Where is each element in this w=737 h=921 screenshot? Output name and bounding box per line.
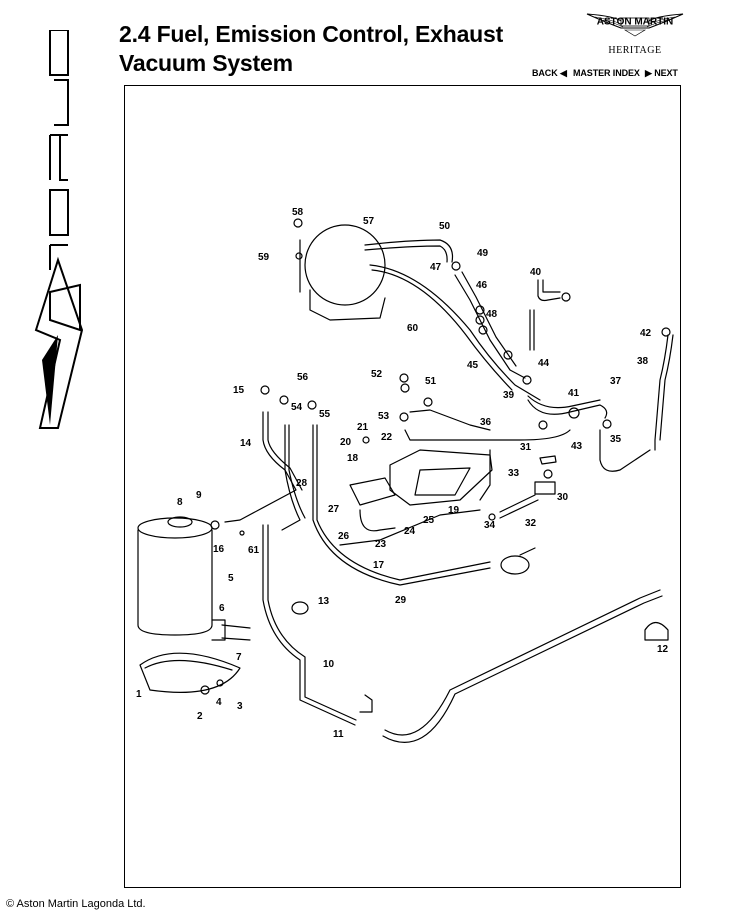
- part-label: 10: [323, 659, 335, 670]
- part-label: 7: [236, 652, 242, 663]
- part-label: 54: [291, 402, 303, 413]
- part-label: 38: [637, 356, 649, 367]
- next-link[interactable]: ▶ NEXT: [645, 68, 678, 78]
- master-index-link[interactable]: MASTER INDEX: [573, 68, 640, 78]
- part-label: 23: [375, 539, 387, 550]
- part-label: 58: [292, 207, 304, 218]
- diagram-frame: [124, 85, 681, 888]
- virage-side-logo: [34, 30, 84, 429]
- part-label: 15: [233, 385, 245, 396]
- part-label: 14: [240, 438, 252, 449]
- part-label: 1: [136, 689, 142, 700]
- part-label: 24: [404, 526, 416, 537]
- part-label: 52: [371, 369, 383, 380]
- part-label: 37: [610, 376, 622, 387]
- part-label: 25: [423, 515, 435, 526]
- part-label: 20: [340, 437, 352, 448]
- part-label: 57: [363, 216, 375, 227]
- part-label: 17: [373, 560, 385, 571]
- part-label: 6: [219, 603, 225, 614]
- part-label: 18: [347, 453, 359, 464]
- part-label: 8: [177, 497, 183, 508]
- part-label: 59: [258, 252, 270, 263]
- part-label: 12: [657, 644, 669, 655]
- part-label: 41: [568, 388, 580, 399]
- part-label: 3: [237, 701, 243, 712]
- part-label: 29: [395, 595, 407, 606]
- part-label: 27: [328, 504, 340, 515]
- badge-text: ASTON MARTIN: [597, 17, 673, 28]
- part-label: 60: [407, 323, 419, 334]
- part-label: 53: [378, 411, 390, 422]
- part-label: 55: [319, 409, 331, 420]
- part-label: 21: [357, 422, 369, 433]
- part-label: 39: [503, 390, 515, 401]
- part-label: 49: [477, 248, 489, 259]
- title-line-1: 2.4 Fuel, Emission Control, Exhaust: [119, 21, 504, 47]
- page-title: 2.4 Fuel, Emission Control, Exhaust Vacu…: [119, 20, 503, 78]
- part-label: 9: [196, 490, 202, 501]
- back-link[interactable]: BACK ◀: [532, 68, 567, 78]
- part-label: 28: [296, 478, 308, 489]
- part-label: 61: [248, 545, 260, 556]
- part-label: 51: [425, 376, 437, 387]
- part-label: 46: [476, 280, 488, 291]
- part-label: 47: [430, 262, 442, 273]
- part-label: 35: [610, 434, 622, 445]
- part-label: 36: [480, 417, 492, 428]
- copyright-footer: © Aston Martin Lagonda Ltd.: [6, 898, 146, 910]
- part-label: 19: [448, 505, 460, 516]
- title-line-2: Vacuum System: [119, 50, 293, 76]
- canister-body: [137, 529, 213, 636]
- part-label: 45: [467, 360, 479, 371]
- part-labels: 1 2 3 4 5 6 7 8 9 10 11 12 13 14 15 16 1…: [136, 207, 669, 740]
- part-label: 43: [571, 441, 583, 452]
- part-label: 30: [557, 492, 569, 503]
- part-label: 33: [508, 468, 520, 479]
- part-label: 16: [213, 544, 225, 555]
- part-label: 34: [484, 520, 496, 531]
- aston-martin-wings-icon: ASTON MARTIN: [586, 13, 684, 37]
- part-label: 56: [297, 372, 309, 383]
- part-label: 50: [439, 221, 451, 232]
- part-label: 40: [530, 267, 542, 278]
- part-label: 5: [228, 573, 234, 584]
- part-label: 2: [197, 711, 203, 722]
- part-label: 32: [525, 518, 537, 529]
- part-label: 44: [538, 358, 550, 369]
- aston-martin-brand: ASTON MARTIN HERITAGE: [580, 6, 690, 56]
- part-label: 4: [216, 697, 222, 708]
- part-label: 26: [338, 531, 350, 542]
- part-label: 11: [333, 729, 344, 740]
- heritage-label: HERITAGE: [608, 45, 662, 56]
- part-label: 31: [520, 442, 532, 453]
- part-label: 42: [640, 328, 652, 339]
- part-label: 13: [318, 596, 330, 607]
- part-label: 22: [381, 432, 393, 443]
- part-label: 48: [486, 309, 498, 320]
